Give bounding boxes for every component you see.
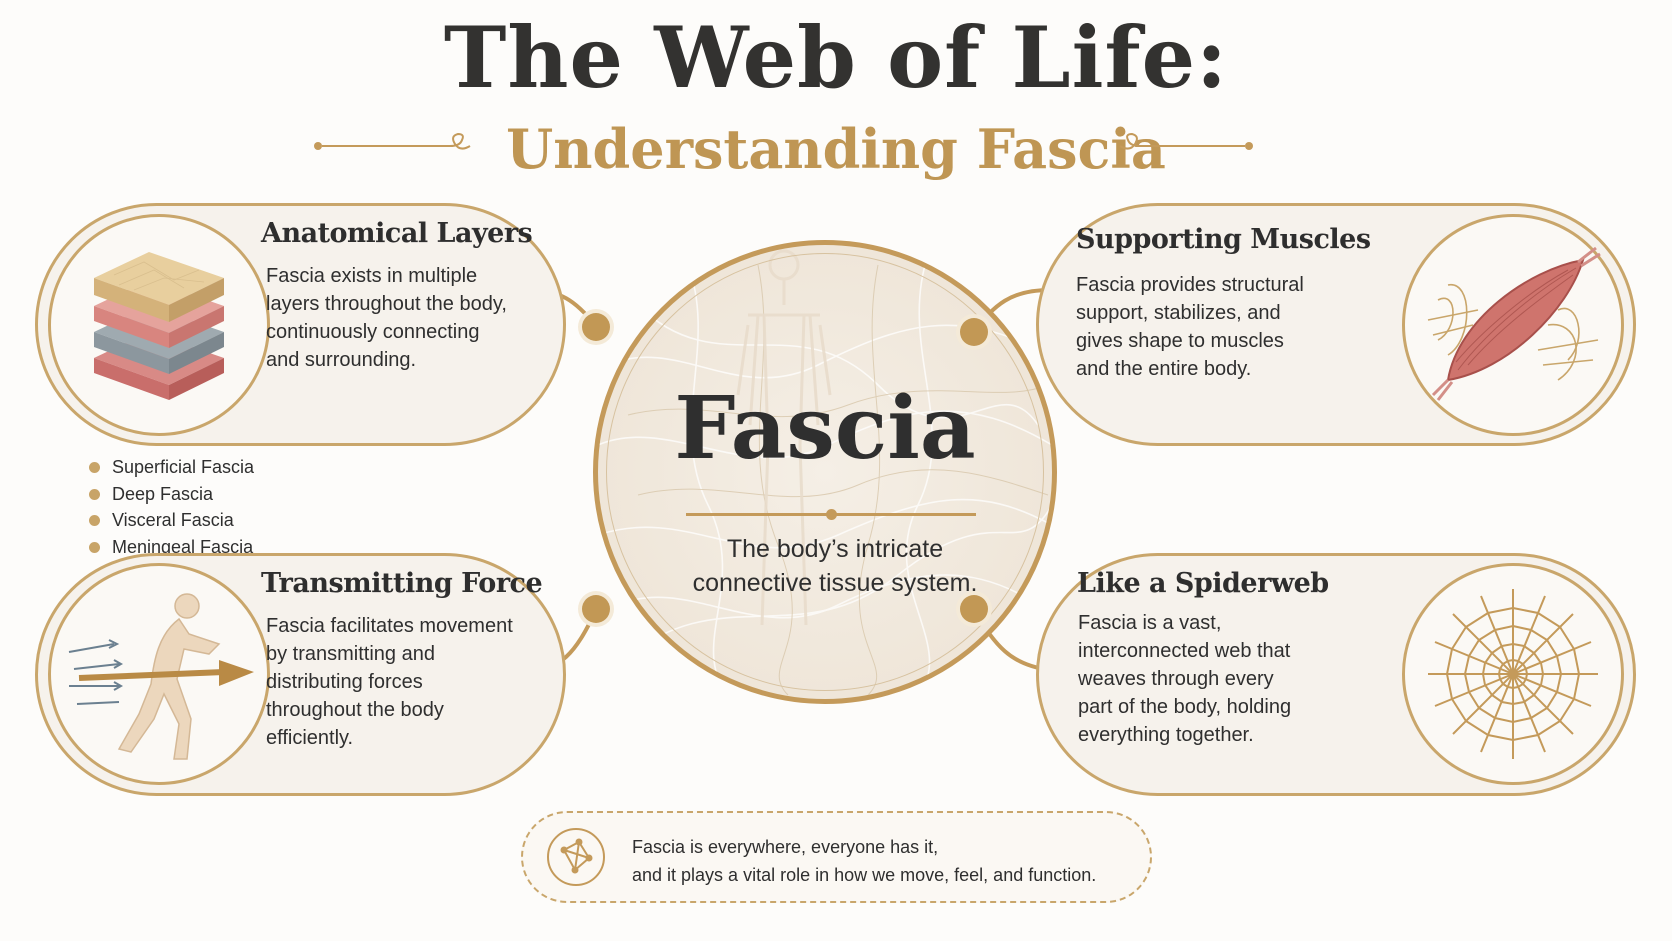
center-divider-dot: [826, 509, 837, 520]
transmitting-force-text: Fascia facilitates movement by transmitt…: [266, 615, 513, 749]
page-title: The Web of Life:: [443, 8, 1229, 107]
connector-dot-top-left: [582, 313, 610, 341]
transmitting-force-title: Transmitting Force: [261, 568, 543, 599]
connector-dot-top-right: [960, 318, 988, 346]
center-description: The body’s intricate connective tissue s…: [692, 535, 978, 597]
list-item: Visceral Fascia: [86, 507, 254, 534]
supporting-muscles-icon-circle: [1402, 214, 1624, 436]
footer-note-box: [521, 811, 1152, 903]
footer-line-2: and it plays a vital role in how we move…: [632, 865, 1097, 885]
transmitting-force-icon-circle: [48, 563, 270, 785]
anatomical-layers-icon-circle: [48, 214, 270, 436]
list-item: Deep Fascia: [86, 481, 254, 508]
center-heading: Fascia: [674, 378, 976, 479]
muscle-icon: [1427, 246, 1601, 401]
anatomical-layers-title: Anatomical Layers: [261, 218, 533, 249]
tissue-layers-icon: [94, 252, 224, 400]
spiderweb-icon-circle: [1402, 563, 1624, 785]
page-subtitle: Understanding Fascia: [506, 117, 1166, 181]
supporting-muscles-title: Supporting Muscles: [1076, 224, 1371, 255]
spiderweb-text: Fascia is a vast, interconnected web tha…: [1078, 612, 1292, 746]
spiderweb-icon: [1428, 589, 1598, 759]
connector-dot-bottom-right: [960, 595, 988, 623]
connector-dot-bottom-left: [582, 595, 610, 623]
fascia-types-list: Superficial Fascia Deep Fascia Visceral …: [86, 454, 254, 560]
anatomical-layers-text: Fascia exists in multiple layers through…: [266, 265, 507, 371]
footer-text: Fascia is everywhere, everyone has it, a…: [632, 833, 1096, 889]
spiderweb-title: Like a Spiderweb: [1077, 568, 1329, 599]
footer-line-1: Fascia is everywhere, everyone has it,: [632, 837, 939, 857]
center-inner-ring: [606, 253, 1044, 691]
subtitle-flourish: [314, 132, 1253, 150]
running-figure-icon: [68, 593, 254, 760]
network-icon: [547, 828, 605, 886]
supporting-muscles-text: Fascia provides structural support, stab…: [1076, 274, 1304, 380]
list-item: Superficial Fascia: [86, 454, 254, 481]
list-item: Meningeal Fascia: [86, 534, 254, 561]
